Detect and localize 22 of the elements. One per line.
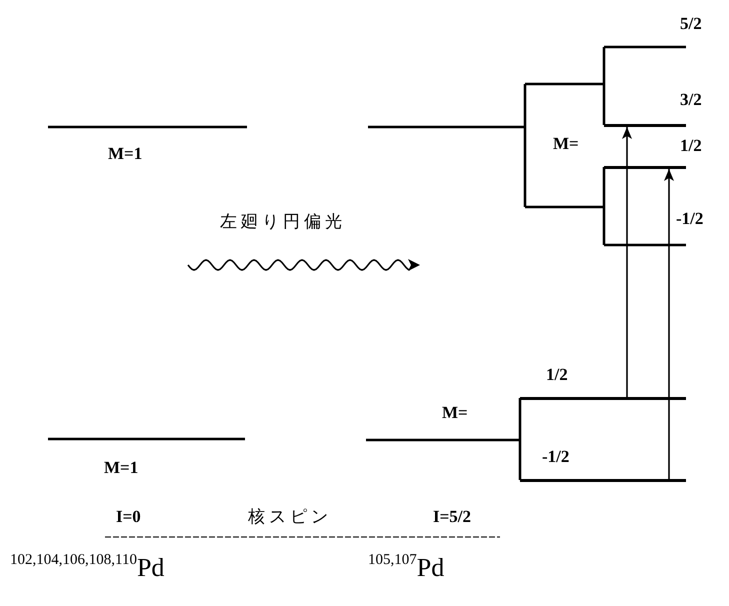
level-label: -1/2 [676,210,704,229]
transition-arrow [664,169,674,479]
level-label: M=1 [108,145,142,164]
energy-level-line [520,397,686,400]
level-label: -1/2 [542,448,570,467]
transition-arrow [622,127,632,397]
energy-level-line [604,124,686,127]
isotope-label: $^{102,104,106,108,110}$Pd [10,552,164,583]
level-label: I=0 [116,508,141,527]
level-label: M=1 [104,459,138,478]
level-label: M= [553,135,579,154]
level-label: 3/2 [680,91,702,110]
isotope-label: $^{105,107}$Pd [368,552,444,583]
level-label: M= [442,404,468,423]
energy-level-line [604,166,686,169]
energy-level-line [520,479,686,482]
level-label: I=5/2 [433,508,472,527]
level-label: 1/2 [680,137,702,156]
level-label: 5/2 [680,15,702,34]
caption-text: 左廻り円偏光 [220,213,346,232]
level-label: 1/2 [546,366,568,385]
caption-text: 核スピン [248,508,332,527]
